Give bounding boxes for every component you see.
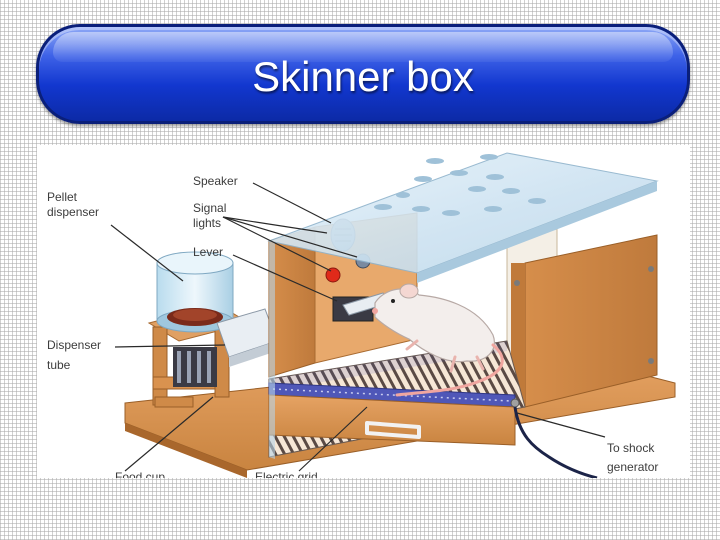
label-dispenser-tube-2: tube (47, 358, 71, 372)
skinner-box-illustration: Pellet dispenser Speaker Signal lights L… (47, 152, 676, 478)
label-signal-lights-2: lights (193, 216, 221, 230)
label-shock-generator-1: To shock (607, 441, 655, 455)
shock-cable (510, 398, 598, 478)
glass-lid (267, 152, 659, 283)
label-lever: Lever (193, 245, 223, 259)
label-pellet-dispenser-1: Pellet (47, 190, 78, 204)
label-shock-generator-2: generator (607, 460, 658, 474)
slide-title: Skinner box (252, 53, 474, 100)
label-signal-lights-1: Signal (193, 201, 226, 215)
label-electric-grid: Electric grid (255, 470, 318, 478)
label-food-cup: Food cup (115, 470, 165, 478)
rat (372, 283, 504, 397)
label-speaker: Speaker (193, 174, 238, 188)
diagram-labels: Pellet dispenser Speaker Signal lights L… (47, 174, 658, 478)
slide-title-bar: Skinner box (36, 24, 690, 124)
skinner-box-diagram: Pellet dispenser Speaker Signal lights L… (37, 145, 690, 478)
label-dispenser-tube-1: Dispenser (47, 338, 101, 352)
pellet-dispenser (147, 251, 278, 408)
leader-lines (110, 182, 606, 472)
label-pellet-dispenser-2: dispenser (47, 205, 99, 219)
